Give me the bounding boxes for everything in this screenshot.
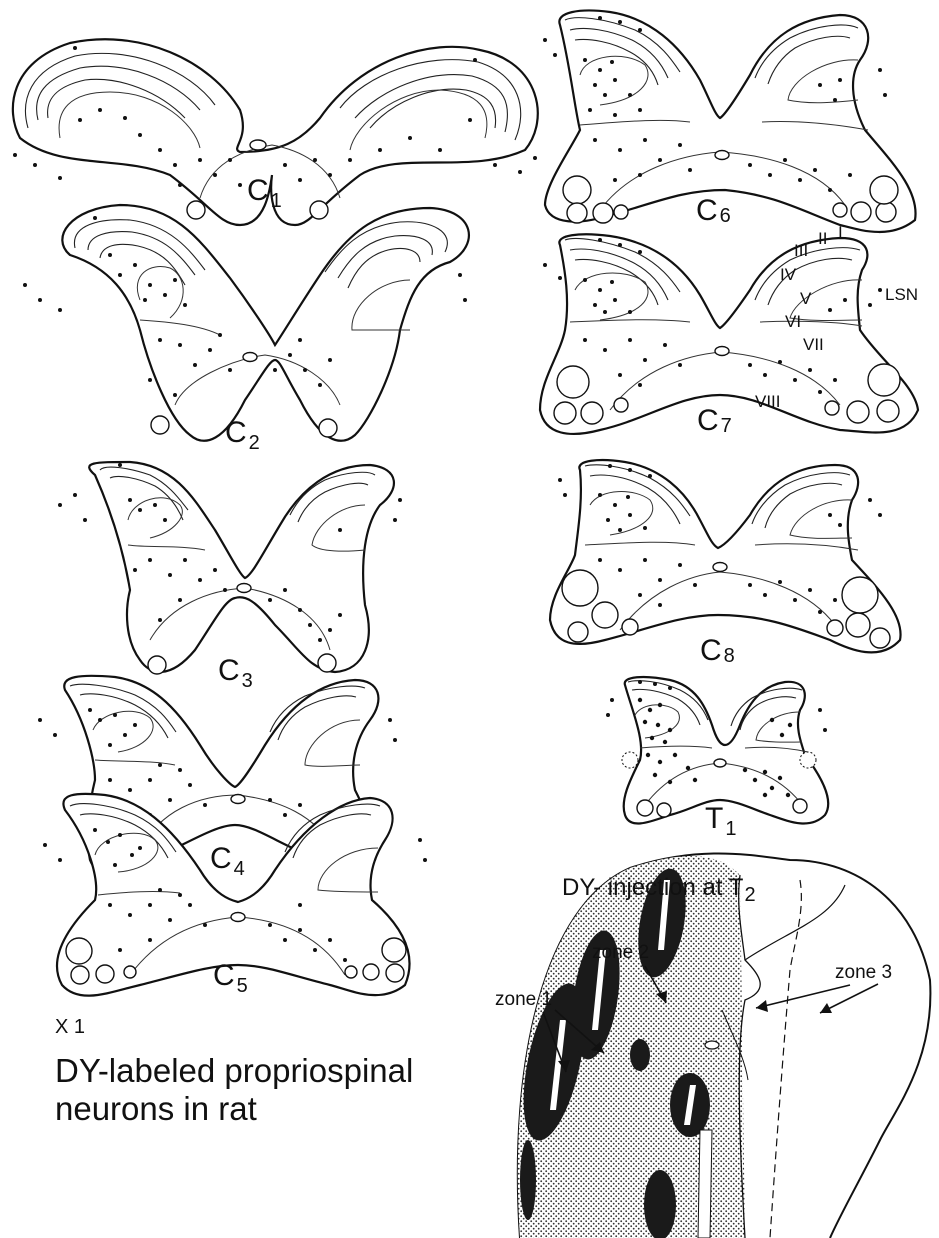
lamina-label-i: I — [838, 223, 843, 242]
lamina-label-vii: VII — [803, 335, 824, 354]
zone-1-label: zone 1 — [495, 989, 552, 1010]
section-c3 — [58, 462, 402, 674]
lamina-label-lsn: LSN — [885, 285, 918, 304]
figure-title-line-1: DY-labeled propriospinal — [55, 1052, 413, 1089]
section-c6 — [543, 11, 916, 232]
lamina-label-iv: IV — [780, 265, 797, 284]
scale-label: X 1 — [55, 1016, 85, 1038]
lamina-label-viii: VIII — [755, 392, 781, 411]
zone-2-label: zone 2 — [592, 942, 649, 963]
section-c8 — [550, 460, 901, 652]
lamina-label-ii: II — [818, 229, 827, 248]
section-c7: I II III IV V VI VII VIII LSN — [540, 223, 918, 434]
figure-title-line-2: neurons in rat — [55, 1090, 257, 1127]
lamina-label-iii: III — [794, 241, 808, 260]
lamina-label-vi: VI — [785, 312, 801, 331]
zone-3-label: zone 3 — [835, 962, 892, 983]
lamina-label-v: V — [800, 289, 812, 308]
section-c2 — [23, 205, 469, 441]
